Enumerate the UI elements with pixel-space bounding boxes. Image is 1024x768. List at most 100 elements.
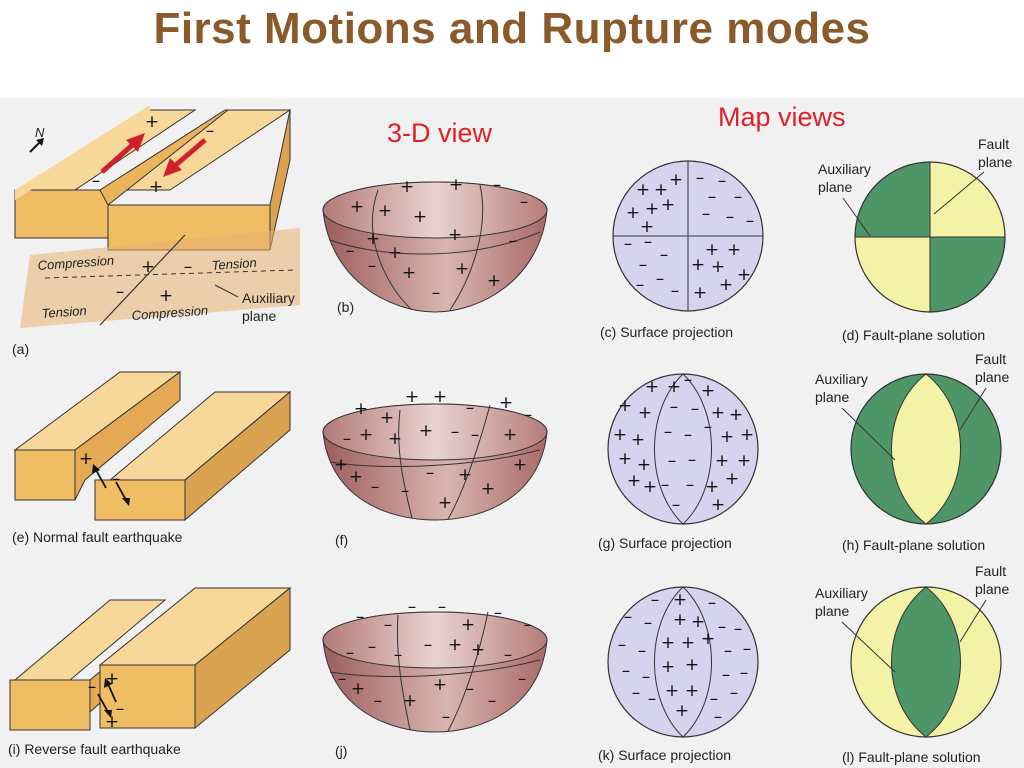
compression-label: Compression [131, 303, 208, 323]
motion-sign: + [701, 629, 715, 649]
motion-sign: – [668, 451, 677, 471]
motion-sign: + [669, 170, 683, 190]
motion-sign: – [746, 211, 755, 231]
motion-sign: – [644, 232, 653, 252]
motion-sign: + [388, 243, 402, 263]
motion-sign: – [338, 669, 347, 689]
motion-sign: – [504, 645, 513, 665]
motion-sign: + [359, 425, 373, 445]
motion-sign: + [691, 612, 705, 632]
auxiliary-plane-label: Auxiliary [242, 290, 295, 306]
motion-sign: – [642, 667, 651, 687]
motion-sign: + [737, 265, 751, 285]
motion-sign: – [730, 683, 739, 703]
motion-sign: + [405, 387, 419, 407]
motion-sign: – [356, 607, 365, 627]
motion-sign: – [672, 495, 681, 515]
motion-sign: + [380, 408, 394, 428]
motion-sign: – [432, 283, 441, 303]
motion-sign: + [458, 465, 472, 485]
sign: – [206, 121, 215, 141]
motion-sign: + [513, 455, 527, 475]
motion-sign: + [631, 430, 645, 450]
projection-c [612, 160, 764, 312]
beachball-h [850, 373, 1002, 525]
motion-sign: + [388, 429, 402, 449]
motion-sign: + [645, 377, 659, 397]
motion-sign: + [419, 421, 433, 441]
motion-sign: – [644, 613, 653, 633]
motion-sign: + [471, 640, 485, 660]
motion-sign: – [632, 683, 641, 703]
motion-sign: – [718, 171, 727, 191]
sign: – [184, 257, 193, 277]
motion-sign: + [711, 403, 725, 423]
sign: + [159, 286, 173, 306]
motion-sign: + [334, 455, 348, 475]
motion-sign: + [487, 271, 501, 291]
bowl-j [322, 611, 548, 733]
caption-d: (d) Fault-plane solution [842, 327, 985, 343]
motion-sign: – [734, 619, 743, 639]
motion-sign: + [402, 263, 416, 283]
tension-label: Tension [41, 303, 87, 321]
motion-sign: – [648, 689, 657, 709]
motion-sign: + [433, 387, 447, 407]
block-normal-fault [13, 371, 292, 522]
motion-sign: – [638, 641, 647, 661]
fault-plane-label: plane [978, 154, 1012, 170]
motion-sign: – [704, 417, 713, 437]
motion-sign: + [711, 495, 725, 515]
motion-sign: + [350, 197, 364, 217]
motion-sign: – [374, 691, 383, 711]
motion-sign: – [346, 241, 355, 261]
motion-sign: – [726, 207, 735, 227]
motion-sign: – [509, 231, 518, 251]
motion-sign: – [696, 168, 705, 188]
motion-sign: + [618, 449, 632, 469]
motion-sign: + [661, 657, 675, 677]
motion-sign: – [424, 635, 433, 655]
motion-sign: – [636, 275, 645, 295]
motion-sign: + [378, 201, 392, 221]
motion-sign: – [451, 422, 460, 442]
motion-sign: – [656, 269, 665, 289]
motion-sign: + [637, 455, 651, 475]
sign: – [88, 677, 97, 697]
motion-sign: – [408, 597, 417, 617]
motion-sign: + [349, 467, 363, 487]
motion-sign: + [661, 195, 675, 215]
motion-sign: + [640, 217, 654, 237]
view-3d-label: 3-D view [387, 118, 493, 148]
motion-sign: + [661, 633, 675, 653]
sign: – [112, 469, 121, 489]
page-title: First Motions and Rupture modes [153, 4, 871, 53]
motion-sign: + [449, 175, 463, 195]
motion-sign: + [448, 225, 462, 245]
motion-sign: + [645, 199, 659, 219]
motion-sign: + [400, 177, 414, 197]
auxiliary-plane-label: plane [242, 308, 276, 324]
motion-sign: – [466, 679, 475, 699]
motion-sign: + [719, 275, 733, 295]
projection-k [607, 586, 759, 738]
motion-sign: + [354, 399, 368, 419]
fault-plane-label: Fault [975, 351, 1006, 367]
motion-sign: + [481, 479, 495, 499]
caption-f: (f) [335, 532, 348, 548]
motion-sign: – [384, 615, 393, 635]
fault-plane-label: plane [975, 581, 1009, 597]
motion-sign: – [471, 425, 480, 445]
caption-k: (k) Surface projection [598, 747, 731, 763]
caption-e: (e) Normal fault earthquake [12, 529, 183, 545]
motion-sign: + [667, 377, 681, 397]
motion-sign: + [654, 180, 668, 200]
motion-sign: – [493, 175, 502, 195]
motion-sign: – [740, 663, 749, 683]
fault-plane-label: Fault [975, 563, 1006, 579]
motion-sign: – [518, 669, 527, 689]
motion-sign: + [729, 405, 743, 425]
motion-sign: + [643, 477, 657, 497]
motion-sign: – [494, 603, 503, 623]
caption-c: (c) Surface projection [600, 324, 733, 340]
